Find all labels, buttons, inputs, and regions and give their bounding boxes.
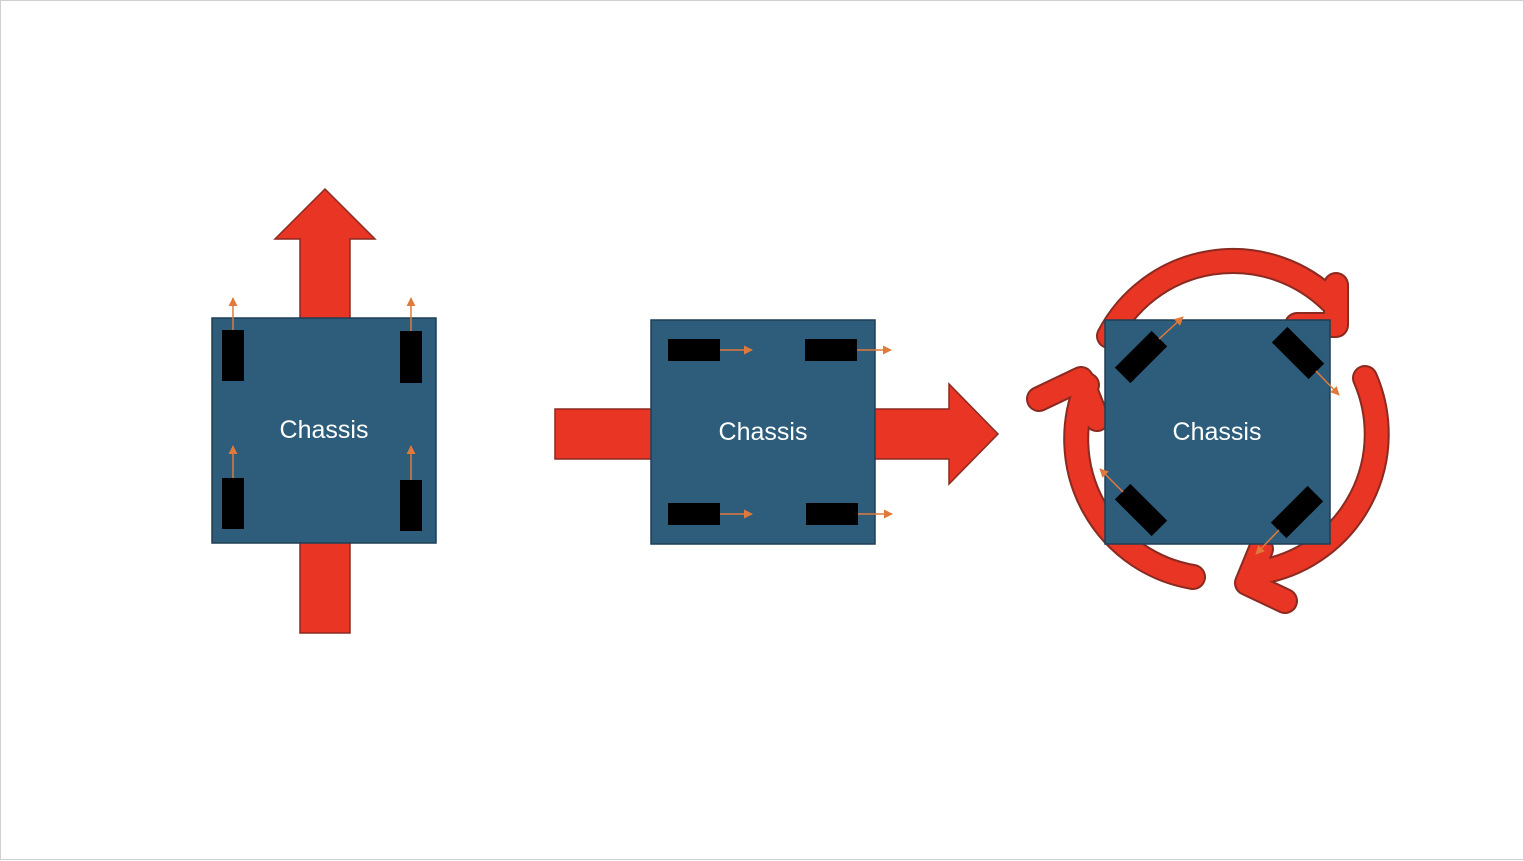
panel-rotate: Chassis — [1026, 248, 1390, 614]
chassis-label: Chassis — [280, 416, 369, 444]
wheel-rear-left — [668, 503, 720, 525]
wheel-front-left — [222, 330, 244, 381]
wheel-front-right — [400, 331, 422, 383]
wheel-rear-left — [222, 478, 244, 529]
wheel-rear-right — [806, 503, 858, 525]
rotation-arrowhead-left — [1028, 368, 1108, 430]
wheel-vector-arrow — [1315, 370, 1340, 396]
chassis-label: Chassis — [719, 418, 808, 446]
wheel-vector-arrow — [1099, 468, 1124, 493]
rotation-arrowhead-right — [1236, 538, 1296, 612]
rotation-arrow-right — [1255, 367, 1388, 582]
wheel-rear-left — [1114, 483, 1168, 537]
wheel-vector-arrow — [1255, 529, 1280, 555]
panel-strafe: Chassis — [554, 319, 1000, 545]
rotation-arrow-top — [1098, 250, 1342, 347]
panel-forward: Chassis — [211, 187, 437, 634]
wheel-front-left — [668, 339, 720, 361]
wheel-rear-right — [400, 480, 422, 531]
wheel-front-right — [1271, 326, 1325, 380]
wheel-front-left — [1114, 330, 1168, 384]
rotation-arrows — [1026, 248, 1390, 614]
rotation-arrow-left — [1065, 374, 1204, 588]
chassis-body — [211, 317, 437, 544]
chassis-label: Chassis — [1173, 418, 1262, 446]
wheel-front-right — [805, 339, 857, 361]
wheel-rear-right — [1270, 485, 1324, 539]
wheel-vector-arrow — [1158, 316, 1184, 340]
